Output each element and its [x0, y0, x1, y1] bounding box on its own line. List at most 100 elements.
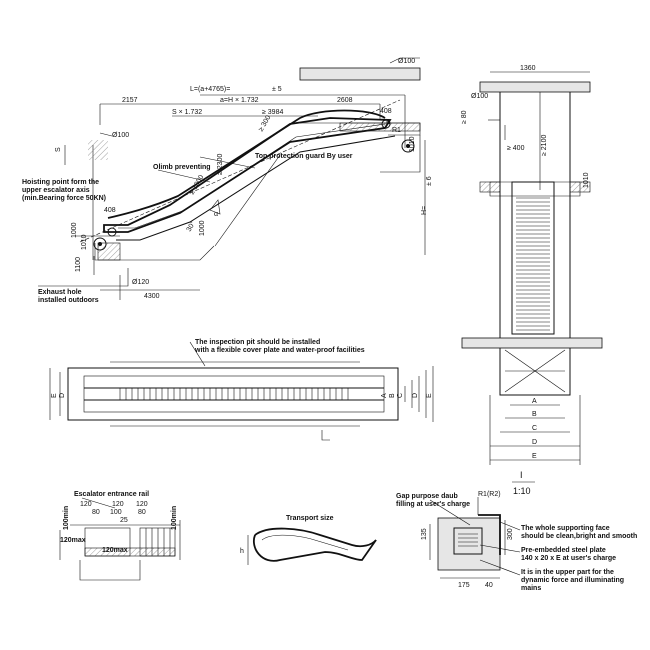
plan-mark [321, 430, 330, 441]
dim-h: H= [421, 206, 428, 215]
plan-c: C [397, 393, 404, 398]
dim-a: a=H × 1.732 [220, 97, 259, 104]
transport-h: h [240, 548, 244, 555]
dim-alpha: α [214, 211, 218, 218]
upper-floor-hatch [339, 122, 421, 132]
support-r: R1(R2) [478, 491, 501, 498]
entrance-side-dims [59, 520, 181, 560]
plan-d: D [59, 393, 66, 398]
end-floor-line [489, 181, 581, 197]
section-mark: I 1:10 [512, 470, 535, 496]
transport-inner [261, 534, 349, 551]
transport-title: Transport size [286, 515, 334, 522]
dim-1010-left: 1010 [81, 234, 88, 250]
end-label-e: E [532, 453, 537, 460]
end-1360: 1360 [520, 65, 536, 72]
dim-r1: R1 [392, 127, 401, 134]
end-pit-cross [504, 349, 566, 393]
dim-1100: 1100 [75, 257, 82, 272]
entrance-80-b: 80 [138, 509, 146, 516]
plan-a: A [381, 393, 388, 398]
support-dims [429, 520, 506, 579]
entrance-120max-left: 120max [60, 537, 86, 544]
end-pit [499, 348, 571, 396]
end-80: ≥ 80 [461, 110, 468, 124]
dim-1000-low: 1000 [199, 220, 206, 236]
plan-d-right: D [412, 393, 419, 398]
plan-view: The inspection pit should be installed w… [49, 339, 434, 441]
label-plate-1: Pre-embedded steel plate [521, 547, 606, 554]
entrance-title: Escalator entrance rail [74, 491, 149, 498]
label-upper-3: mains [521, 585, 541, 592]
plan-outline [67, 367, 399, 421]
end-label-d: D [532, 439, 537, 446]
plan-b: B [389, 393, 396, 398]
entrance-120max-right: 120max [102, 547, 128, 554]
entrance-120-a: 120 [80, 501, 92, 508]
transport-size: Transport size h [240, 515, 377, 565]
dim-2300: ≥ 2300 [217, 154, 224, 175]
end-left-hatch [479, 181, 501, 193]
dim-s-left: S [55, 147, 62, 152]
support-300: 300 [507, 528, 514, 540]
entrance-rail: Escalator entrance rail 120 80 120 100 2… [59, 491, 181, 581]
left-ledge-hatch [88, 140, 108, 160]
dim-right-length: 2608 [337, 97, 353, 104]
end-label-a: A [532, 398, 537, 405]
plan-handrails [84, 387, 384, 401]
end-label-b: B [532, 411, 537, 418]
dim-408-top: 408 [380, 108, 392, 115]
lower-pit-hatch [97, 242, 121, 261]
entrance-100min-left: 100min [63, 506, 70, 530]
leader-gap [429, 499, 471, 526]
upper-wheel [381, 119, 391, 129]
plan-dims [110, 361, 360, 427]
triangle-mark [209, 199, 221, 215]
dim-circle-left: Ø100 [112, 132, 129, 139]
label-face-1: The whole supporting face [521, 525, 610, 532]
leader-circle-top [389, 57, 420, 64]
leader-plate [479, 544, 521, 553]
transport-outline-bottom [253, 534, 377, 562]
lower-hoist-center [98, 242, 102, 246]
label-climb: Olimb preventing [153, 164, 211, 171]
end-label-c: C [532, 425, 537, 432]
dim-circle-top: Ø100 [398, 58, 415, 65]
end-bottom-slab [461, 337, 603, 349]
dim-tolerance: ± 5 [272, 86, 282, 93]
label-pit-2: with a flexible cover plate and water-pr… [194, 347, 365, 354]
dim-30: 30° [185, 220, 197, 233]
dim-4300: 4300 [144, 293, 160, 300]
leader-circle-left [99, 132, 113, 137]
dim-300: ≥ 300 [258, 114, 273, 133]
inclined-support [214, 154, 281, 247]
leader-face [499, 521, 521, 531]
leader-pit [189, 341, 206, 367]
mark-scale: 1:10 [513, 486, 531, 496]
entrance-footing [79, 560, 141, 581]
label-exhaust-1: Exhaust hole [38, 289, 82, 296]
label-guard: Top protection guard By user [255, 153, 353, 160]
entrance-leader [81, 497, 116, 509]
plan-e: E [51, 393, 58, 398]
plan-right-dims [404, 366, 434, 422]
dim-h-tol: ± 6 [426, 176, 433, 186]
support-angle [478, 514, 501, 555]
transport-outline-top [254, 527, 377, 548]
end-dim-ext [489, 395, 581, 465]
dim-1000-left: 1000 [71, 222, 78, 238]
plan-steps [119, 388, 349, 400]
support-40: 40 [485, 582, 493, 589]
dim-total-length: L=(a+4765)= [190, 86, 230, 93]
entrance-25: 25 [120, 517, 128, 524]
truss-bottom-chord [116, 135, 396, 241]
label-plate-2: 140 x 20 x E at user's charge [521, 555, 616, 562]
entrance-100min-right: 100min [171, 506, 178, 530]
support-block [437, 517, 501, 571]
leader-upper [479, 559, 521, 576]
support-175: 175 [458, 582, 470, 589]
label-pit-1: The inspection pit should be installed [195, 339, 320, 346]
entrance-bars [145, 528, 171, 556]
label-upper-2: dynamic force and illuminating [521, 577, 624, 584]
end-1010: 1010 [583, 172, 590, 188]
